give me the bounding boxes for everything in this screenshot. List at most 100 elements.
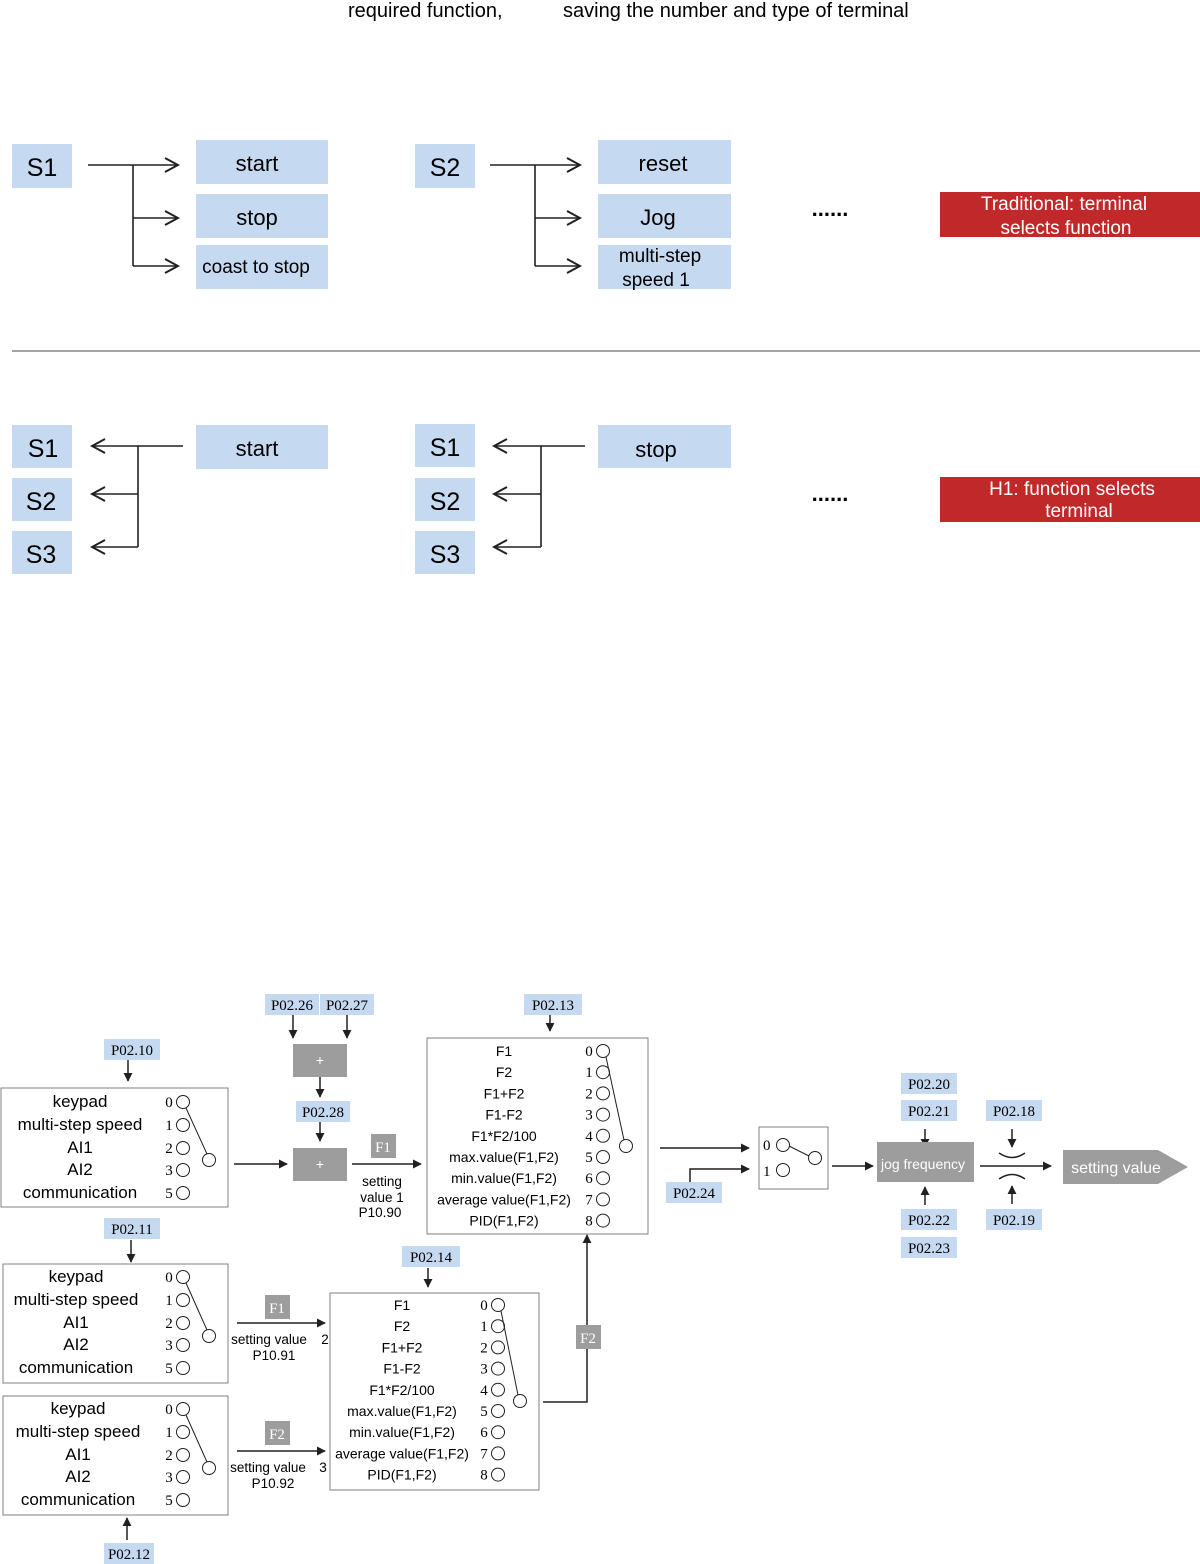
operation-selector-top-wiper — [605, 1056, 625, 1141]
h1-function-box-start — [196, 425, 328, 469]
f1-tag-top-label: F1 — [375, 1140, 391, 1156]
operation-selector-top-contact — [596, 1107, 610, 1122]
source-selector-2-option-index: 1 — [165, 1293, 173, 1309]
param-label-p0227: P02.27 — [326, 998, 369, 1014]
traditional-banner — [940, 192, 1200, 237]
h1-terminal-label-s3-a: S3 — [26, 541, 57, 569]
operation-selector-bottom-option-index: 0 — [480, 1298, 488, 1314]
operation-selector-bottom-option-index: 6 — [480, 1425, 488, 1441]
function-label-start: start — [236, 151, 279, 176]
operation-selector-top-contact — [596, 1086, 610, 1101]
operation-selector-bottom-option-label: min.value(F1,F2) — [349, 1424, 455, 1440]
function-box-multi-step — [598, 245, 731, 289]
operation-selector-top-option-label: F1*F2/100 — [471, 1128, 537, 1144]
operation-selector-bottom-option-label: F1+F2 — [382, 1339, 423, 1355]
terminal-label-s1: S1 — [27, 154, 58, 182]
source-selector-2-contact — [176, 1361, 190, 1375]
source-selector-1-option-label: multi-step speed — [18, 1115, 143, 1134]
source-selector-2-option-label: multi-step speed — [14, 1290, 139, 1309]
source-selector-3-contact — [176, 1470, 190, 1484]
operation-selector-bottom-contact — [491, 1340, 505, 1355]
source-selector-2-contact — [176, 1338, 190, 1352]
block-diagram: 0 1 + + F1 F1 F2 F2 setting value 1 P10.… — [0, 994, 1188, 1564]
source-selector-3-option-label: AI2 — [65, 1467, 91, 1486]
setting-value-1-line-1: setting — [362, 1174, 402, 1189]
f2-tag-right-label: F2 — [580, 1331, 596, 1347]
setting-value-2-line-1: setting value — [231, 1332, 307, 1347]
selector-common — [808, 1151, 822, 1165]
selector-contact-0 — [776, 1138, 790, 1152]
operation-selector-bottom-option-index: 5 — [480, 1404, 488, 1420]
source-selector-3-contact — [176, 1493, 190, 1507]
function-box-coast-to-stop — [196, 245, 328, 289]
h1-terminal-label-s1-b: S1 — [430, 434, 461, 462]
operation-selector-top-option-index: 4 — [585, 1129, 593, 1145]
operation-selector-top-option-index: 6 — [585, 1171, 593, 1187]
setting-value-1-code: P10.90 — [359, 1205, 402, 1220]
operation-selector-bottom-option-label: average value(F1,F2) — [335, 1445, 469, 1461]
operation-selector-bottom-option-label: max.value(F1,F2) — [347, 1403, 457, 1419]
source-selector-3-wiper — [185, 1414, 208, 1463]
f1-tag-mid-label: F1 — [269, 1301, 285, 1317]
ellipsis-traditional: ...... — [812, 196, 849, 221]
function-label-jog: Jog — [640, 205, 675, 230]
operation-selector-bottom-contact — [491, 1382, 505, 1397]
source-selector-3-option-label: keypad — [51, 1399, 106, 1418]
source-selector-3-contact — [176, 1425, 190, 1439]
function-label-coast-to-stop: coast to stop — [202, 257, 310, 278]
traditional-banner-line-2: selects function — [1001, 218, 1132, 239]
param-label-p0213: P02.13 — [532, 998, 574, 1014]
operation-selector-bottom-option-label: F2 — [394, 1318, 411, 1334]
operation-selector-top-contact — [596, 1171, 610, 1186]
source-selector-3-box — [2, 1395, 229, 1516]
h1-section: S1 S2 S3 start S1 S2 S3 stop ...... — [12, 424, 1200, 574]
operation-selector-bottom-option-label: F1-F2 — [383, 1361, 421, 1377]
h1-arrows-1 — [92, 446, 183, 547]
operation-selector-bottom-option-index: 4 — [480, 1383, 488, 1399]
h1-terminal-box-s2-a — [12, 478, 72, 521]
h1-terminal-box-s3-b — [415, 531, 475, 574]
sum-block-1 — [293, 1044, 347, 1077]
source-selector-3-contact — [176, 1402, 190, 1416]
operation-selector-bottom-option-index: 2 — [480, 1340, 488, 1356]
f1-tag-top — [371, 1134, 396, 1158]
param-label-p0212: P02.12 — [108, 1547, 150, 1563]
function-box-start — [196, 140, 328, 184]
source-selector-1-option-index: 5 — [165, 1186, 173, 1202]
operation-selector-bottom-contact — [491, 1404, 505, 1418]
operation-selector-top-option-label: F1 — [496, 1043, 513, 1059]
source-selector-3-common-contact — [202, 1461, 216, 1475]
operation-selector-top-option-label: average value(F1,F2) — [437, 1191, 571, 1207]
traditional-arrows-2 — [490, 165, 580, 266]
source-selector-3-option-index: 2 — [165, 1448, 173, 1464]
setting-value-2-number: 2 — [321, 1332, 329, 1347]
function-label-stop: stop — [236, 205, 278, 230]
param-tag-p0214 — [402, 1246, 460, 1267]
source-selector-1-option-index: 2 — [165, 1141, 173, 1157]
selector-blade — [788, 1145, 810, 1157]
operation-selector-bottom-option-label: PID(F1,F2) — [367, 1467, 436, 1483]
source-selector-1-option-label: AI1 — [67, 1138, 93, 1157]
f1-tag-mid — [265, 1295, 290, 1319]
param-tag-p0223 — [901, 1237, 957, 1258]
operation-selector-top-contact — [596, 1150, 610, 1164]
source-selector-2-option-index: 2 — [165, 1316, 173, 1332]
operation-selector-top-option-index: 8 — [585, 1214, 593, 1230]
operation-selector-bottom-contact — [491, 1446, 505, 1461]
param-label-p0211: P02.11 — [111, 1222, 153, 1238]
operation-selector-top-contact — [596, 1128, 610, 1143]
source-selector-2-wiper — [185, 1282, 208, 1331]
operation-selector-top-option-label: max.value(F1,F2) — [449, 1149, 559, 1165]
source-selector-1-contact — [176, 1118, 190, 1132]
param-tag-p0219 — [986, 1209, 1042, 1230]
param-label-p0214: P02.14 — [410, 1250, 453, 1266]
operation-selector-top-option-label: min.value(F1,F2) — [451, 1170, 557, 1186]
traditional-banner-line-1: Traditional: terminal — [981, 194, 1147, 215]
source-selector-1-wiper — [185, 1107, 208, 1155]
operation-selector-top-option-index: 3 — [585, 1108, 593, 1124]
source-selector-1-option-label: AI2 — [67, 1160, 93, 1179]
param-tag-p0211 — [104, 1218, 160, 1239]
param-label-p0223: P02.23 — [908, 1241, 950, 1257]
